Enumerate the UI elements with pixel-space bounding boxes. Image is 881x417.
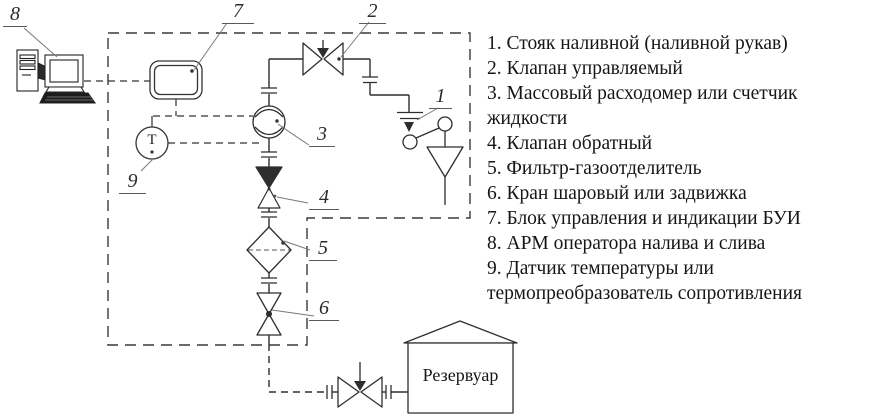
legend-item-5: 5. Фильтр-газоотделитель — [487, 158, 702, 179]
legend-item-7: 7. Блок управления и индикации БУИ — [487, 208, 801, 229]
ball-valve-symbol — [256, 292, 282, 336]
flow-meter-symbol — [252, 105, 286, 139]
callout-3: 3 — [309, 124, 335, 147]
system-boundary — [107, 32, 471, 346]
legend-item-8: 8. АРМ оператора налива и слива — [487, 233, 766, 254]
callout-6: 6 — [309, 298, 339, 321]
pipe-network — [268, 58, 410, 393]
flange-marks — [261, 76, 423, 399]
control-unit-symbol — [149, 60, 203, 100]
callout-5: 5 — [309, 238, 337, 261]
reservoir-symbol — [403, 320, 518, 414]
callout-4: 4 — [309, 187, 339, 210]
callout-1: 1 — [429, 86, 452, 109]
tank-valve-symbol — [337, 362, 383, 408]
legend-item-6: 6. Кран шаровый или задвижка — [487, 183, 747, 204]
legend: 1. Стояк наливной (наливной рукав) 2. Кл… — [487, 31, 881, 306]
check-valve-symbol — [255, 166, 283, 209]
temperature-sensor-symbol — [135, 126, 169, 160]
callout-2: 2 — [359, 1, 386, 24]
workstation-icon — [16, 49, 97, 104]
callout-8: 8 — [3, 4, 27, 27]
legend-item-9: 9. Датчик температуры или термопреобразо… — [487, 258, 802, 304]
legend-item-4: 4. Клапан обратный — [487, 133, 653, 154]
keyboard-icon — [39, 92, 97, 104]
temperature-sensor-letter: Т — [147, 132, 157, 148]
callout-7: 7 — [222, 1, 254, 24]
funnel-icon — [426, 146, 464, 178]
legend-item-2: 2. Клапан управляемый — [487, 58, 683, 79]
leader-lines — [23, 21, 439, 317]
legend-item-1: 1. Стояк наливной (наливной рукав) — [487, 33, 788, 54]
dashed-pipe — [268, 344, 327, 393]
filter-gas-separator-symbol — [246, 226, 292, 274]
loading-riser-symbol — [402, 116, 464, 205]
controlled-valve-symbol — [302, 40, 344, 76]
signal-lines — [84, 80, 262, 144]
legend-item-3: 3. Массовый расходомер или счетчик жидко… — [487, 83, 798, 129]
callout-9: 9 — [119, 171, 146, 194]
reservoir-label: Резервуар — [422, 365, 499, 385]
